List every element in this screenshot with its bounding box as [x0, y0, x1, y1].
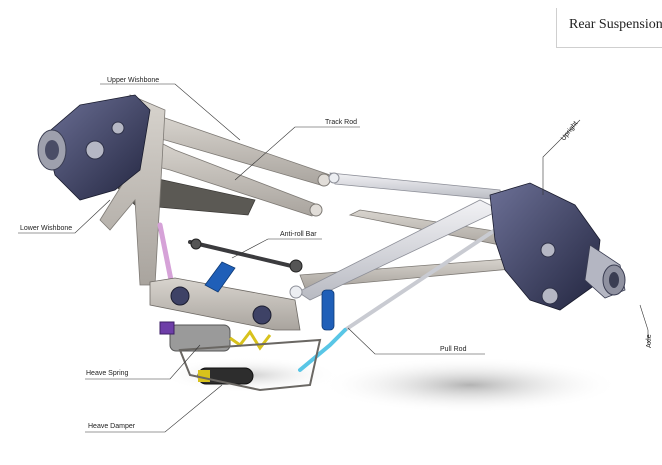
pull-rod [343, 218, 512, 332]
leader-upper-wishbone [100, 83, 241, 141]
leader-lines [18, 83, 649, 433]
right-upright [489, 182, 626, 311]
rocker-plate [149, 277, 301, 331]
leader-axle [639, 304, 649, 345]
page-title: Rear Suspension [569, 17, 662, 32]
heave-spring [159, 321, 272, 352]
track-rod [328, 172, 503, 201]
right-wishbone [289, 199, 523, 301]
leader-upright [542, 119, 581, 195]
label-heave-damper: Heave Damper [88, 423, 136, 430]
leader-lower-wishbone [18, 199, 111, 234]
pull-rod-end [298, 328, 347, 372]
label-heave-spring: Heave Spring [86, 370, 129, 377]
pink-link [157, 222, 175, 288]
leader-track-rod [234, 126, 360, 181]
leader-pull-rod [347, 327, 485, 355]
ground-shadow [320, 357, 620, 413]
leader-heave-damper [85, 384, 223, 433]
blue-dampers [204, 261, 335, 331]
left-upright [37, 94, 151, 201]
label-axle: Axle [646, 334, 653, 348]
label-lower-wishbone: Lower Wishbone [20, 225, 73, 232]
leader-heave-spring [85, 344, 201, 380]
heave-damper [178, 338, 322, 392]
leader-anti-roll-bar [231, 238, 322, 259]
anti-roll-bar [188, 238, 303, 273]
label-pull-rod: Pull Rod [440, 346, 467, 353]
label-track-rod: Track Rod [325, 119, 358, 126]
title-block: Rear Suspension [556, 8, 662, 48]
label-upper-wishbone: Upper Wishbone [107, 77, 160, 84]
lower-wishbone [99, 94, 256, 286]
label-anti-roll-bar: Anti-roll Bar [280, 231, 317, 238]
